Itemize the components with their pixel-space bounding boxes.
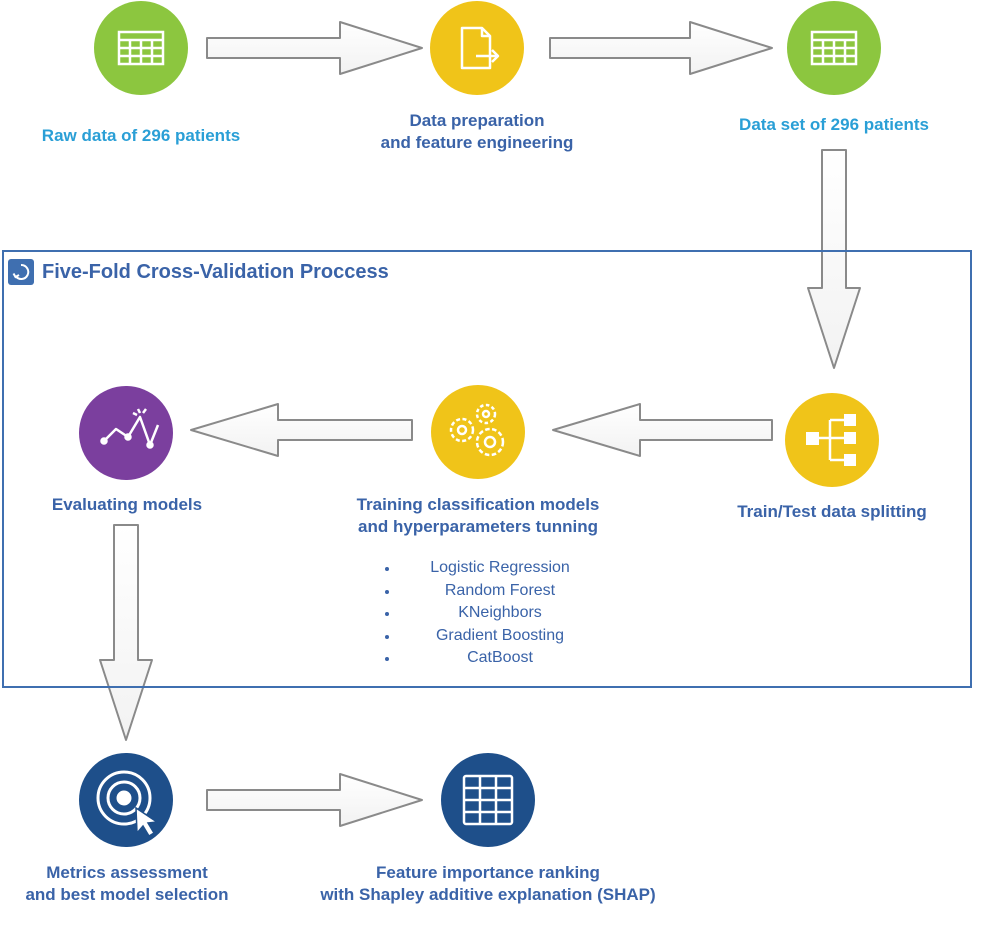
cross-validation-title: Five-Fold Cross-Validation Proccess	[8, 257, 389, 287]
node-data-set	[787, 1, 881, 95]
node-metrics	[79, 753, 173, 847]
arrow-prep-to-dataset	[549, 21, 773, 75]
arrow-training-to-evaluating	[190, 403, 413, 457]
feature-importance-label: Feature importance ranking with Shapley …	[320, 863, 656, 904]
list-item: Logistic Regression	[375, 557, 625, 580]
node-raw-data	[94, 1, 188, 95]
target-icon	[96, 770, 160, 838]
table-icon	[117, 30, 165, 66]
node-evaluating	[79, 386, 173, 480]
grid-table-icon	[462, 774, 514, 826]
gears-icon	[449, 403, 505, 457]
list-item: KNeighbors	[375, 602, 625, 625]
node-train-test	[785, 393, 879, 487]
arrow-split-to-training	[552, 403, 773, 457]
list-item: Random Forest	[375, 580, 625, 603]
cross-validation-frame	[2, 250, 972, 688]
cross-validation-title-text: Five-Fold Cross-Validation Proccess	[42, 260, 389, 283]
evaluating-label: Evaluating models	[51, 495, 203, 514]
line-chart-icon	[100, 408, 160, 449]
node-training	[431, 385, 525, 479]
data-prep-label: Data preparation and feature engineering	[380, 111, 574, 152]
list-item: Gradient Boosting	[375, 625, 625, 648]
list-item: CatBoost	[375, 647, 625, 670]
arrow-dataset-to-split	[807, 149, 861, 369]
training-label: Training classification models and hyper…	[356, 495, 600, 536]
table-icon	[810, 30, 858, 66]
node-data-prep	[430, 1, 524, 95]
loop-icon	[8, 259, 34, 285]
arrow-raw-to-prep	[206, 21, 423, 75]
document-export-icon	[460, 26, 500, 70]
metrics-label: Metrics assessment and best model select…	[25, 863, 229, 904]
train-test-label: Train/Test data splitting	[737, 502, 927, 521]
hierarchy-icon	[806, 414, 856, 466]
arrow-metrics-to-shap	[206, 773, 423, 827]
raw-data-label: Raw data of 296 patients	[41, 126, 241, 145]
node-feature-importance	[441, 753, 535, 847]
model-list: Logistic Regression Random Forest KNeigh…	[375, 557, 625, 670]
data-set-label: Data set of 296 patients	[739, 115, 929, 134]
